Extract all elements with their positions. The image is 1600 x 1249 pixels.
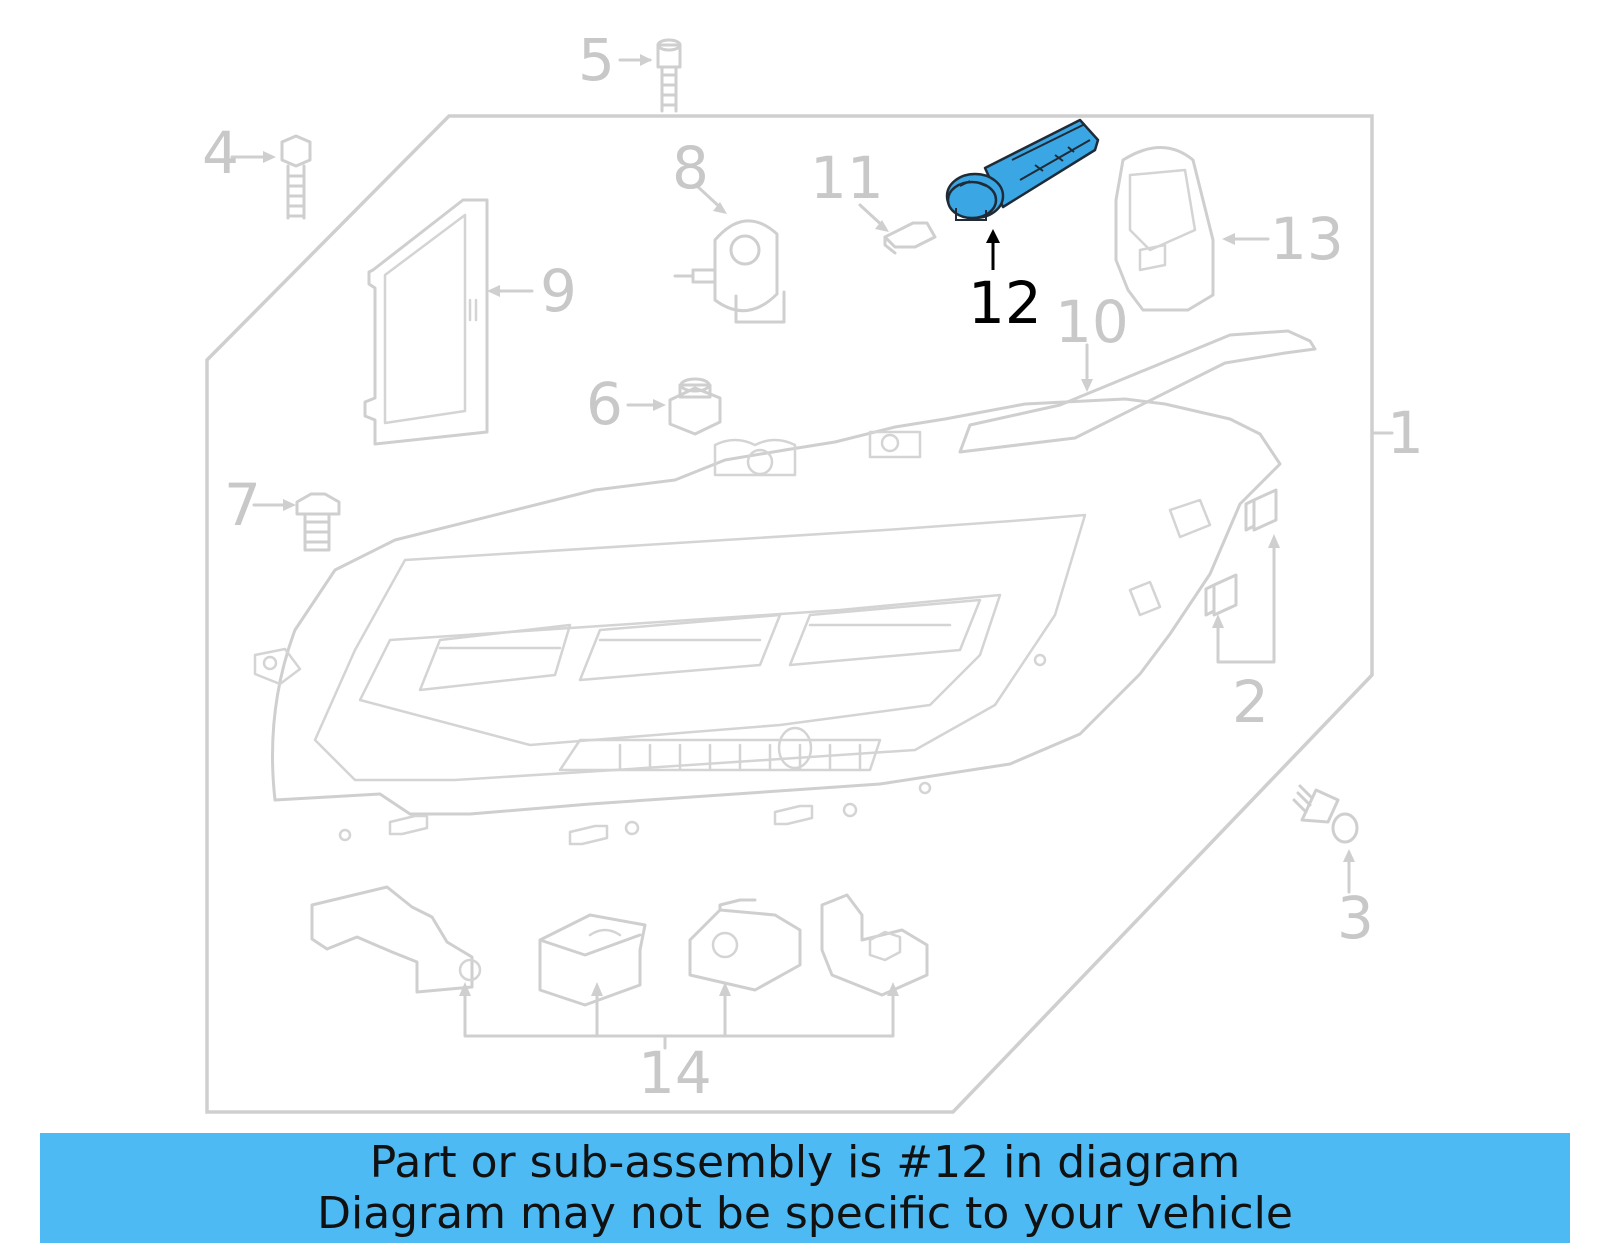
callout-2: 2 — [1232, 668, 1269, 736]
part-5-bolt — [618, 38, 682, 113]
part-14-brackets — [310, 885, 929, 1050]
banner-line-1: Part or sub-assembly is #12 in diagram — [369, 1137, 1241, 1188]
part-8-actuator — [673, 184, 786, 324]
part-10-trim-strip — [958, 329, 1317, 454]
part-4-bolt — [230, 134, 312, 220]
callout-10: 10 — [1055, 288, 1129, 356]
callout-5: 5 — [578, 26, 615, 94]
callout-8: 8 — [672, 134, 709, 202]
assembly-frame — [205, 114, 1374, 1114]
callout-3: 3 — [1337, 884, 1374, 952]
callout-9: 9 — [540, 257, 577, 325]
callout-7: 7 — [224, 471, 261, 539]
info-banner: Part or sub-assembly is #12 in diagram D… — [40, 1133, 1570, 1243]
callout-12: 12 — [968, 269, 1042, 337]
banner-line-2: Diagram may not be specific to your vehi… — [317, 1188, 1293, 1239]
part-1-headlamp-assembly — [253, 397, 1282, 846]
callout-14: 14 — [638, 1039, 712, 1107]
part-3-screw — [1292, 784, 1359, 894]
callout-1: 1 — [1387, 399, 1424, 467]
callout-11: 11 — [810, 144, 884, 212]
part-2-clips — [1204, 488, 1280, 664]
callout-4: 4 — [202, 119, 239, 187]
callout-6: 6 — [586, 370, 623, 438]
part-7-fastener — [252, 492, 341, 552]
callout-13: 13 — [1270, 205, 1344, 273]
part-11-bulb — [858, 203, 937, 255]
part-6-connector — [626, 377, 722, 436]
part-13-ballast-module — [1114, 146, 1270, 312]
part-12-socket-highlighted — [945, 118, 1100, 270]
part-9-control-module — [363, 198, 534, 446]
